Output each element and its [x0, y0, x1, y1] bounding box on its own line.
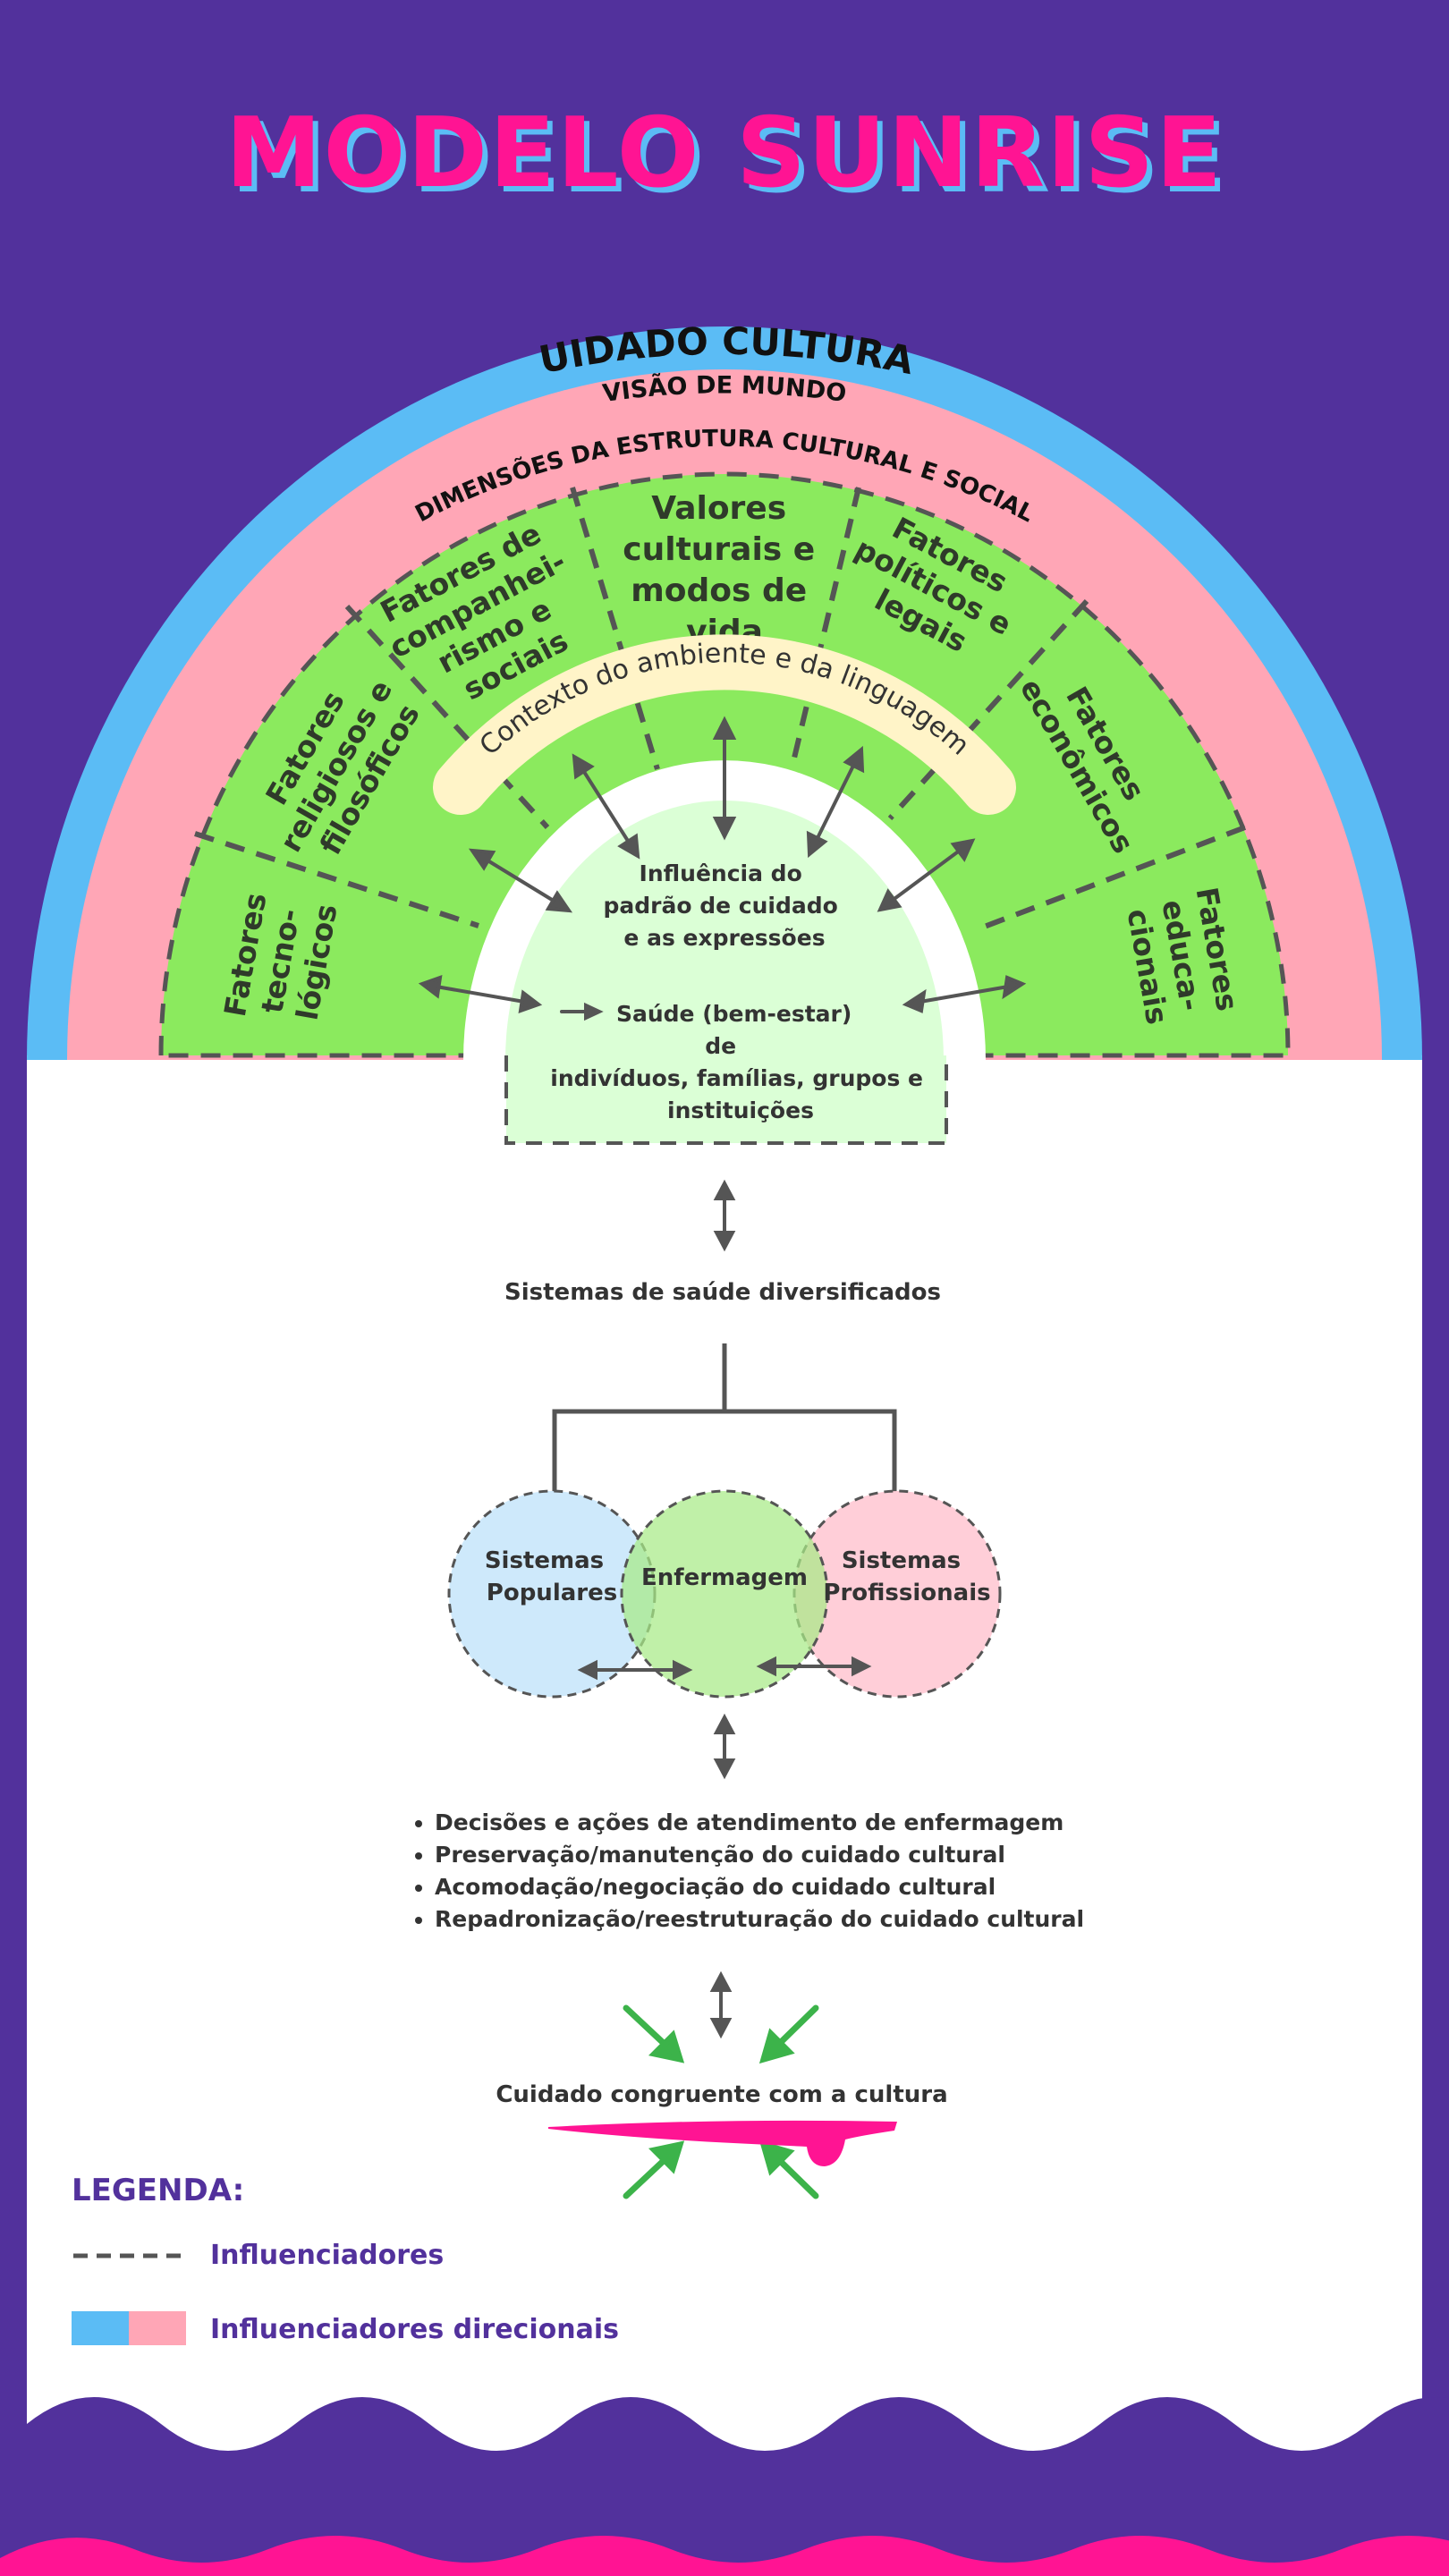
convergence-arrows [623, 2004, 819, 2199]
influence-arrows [418, 716, 1027, 1021]
arrow-to-outcome [709, 1970, 733, 2039]
bottom-wave [0, 2536, 1449, 2576]
legend-color-blue [72, 2311, 129, 2345]
decision-item: Decisões e ações de atendimento de enfer… [435, 1807, 1168, 1839]
legend-dashed-label: Influenciadores [210, 2240, 444, 2271]
brush-stroke [548, 2120, 897, 2166]
venn-circle-enfermagem [620, 1489, 829, 1699]
venn-diagram: Sistemas Populares Enfermagem Sistemas P… [447, 1489, 1002, 1699]
decision-item: Acomodação/negociação do cuidado cultura… [435, 1871, 1168, 1903]
decisions-list: Decisões e ações de atendimento de enfer… [404, 1807, 1168, 1936]
center-dome [463, 760, 986, 1145]
venn-arrows [577, 1656, 872, 1681]
svg-text:MODELO SUNRISE: MODELO SUNRISE [225, 97, 1224, 209]
legend-color-pink [129, 2311, 186, 2345]
arrow-to-health-systems [713, 1179, 736, 1252]
legend-colored-label: Influenciadores direcionais [210, 2314, 619, 2345]
venn-label-populares: Sistemas Populares [485, 1547, 617, 1606]
sector-labels: Fatores tecno- lógicos Fatores religioso… [217, 490, 1247, 1036]
sector-dividers [194, 487, 1247, 933]
decision-item: Preservação/manutenção do cuidado cultur… [435, 1839, 1168, 1871]
systems-bracket [552, 1343, 897, 1492]
page-title: MODELO SUNRISE MODELO SUNRISE [225, 97, 1229, 215]
sunrise-rings [27, 326, 1422, 1060]
outcome-label: Cuidado congruente com a cultura [496, 2081, 947, 2108]
venn-label-enfermagem: Enfermagem [641, 1564, 808, 1591]
health-systems-label: Sistemas de saúde diversificados [504, 1279, 941, 1306]
health-text: Saúde (bem-estar) de indivíduos, família… [550, 1001, 930, 1123]
decision-item: Repadronização/reestruturação do cuidado… [435, 1903, 1168, 1936]
white-panel [27, 1055, 1449, 2487]
influence-text: Influência do padrão de cuidado e as exp… [603, 860, 845, 951]
venn-label-profissionais: Sistemas Profissionais [823, 1547, 990, 1606]
arrow-to-decisions [713, 1713, 736, 1780]
legend-title: LEGENDA: [72, 2173, 244, 2208]
legend: LEGENDA: Influenciadores Influenciadores… [72, 2173, 619, 2345]
sector-educacionais: Fatores educa- cionais [1119, 885, 1247, 1036]
svg-text:MODELO SUNRISE: MODELO SUNRISE [231, 103, 1229, 215]
